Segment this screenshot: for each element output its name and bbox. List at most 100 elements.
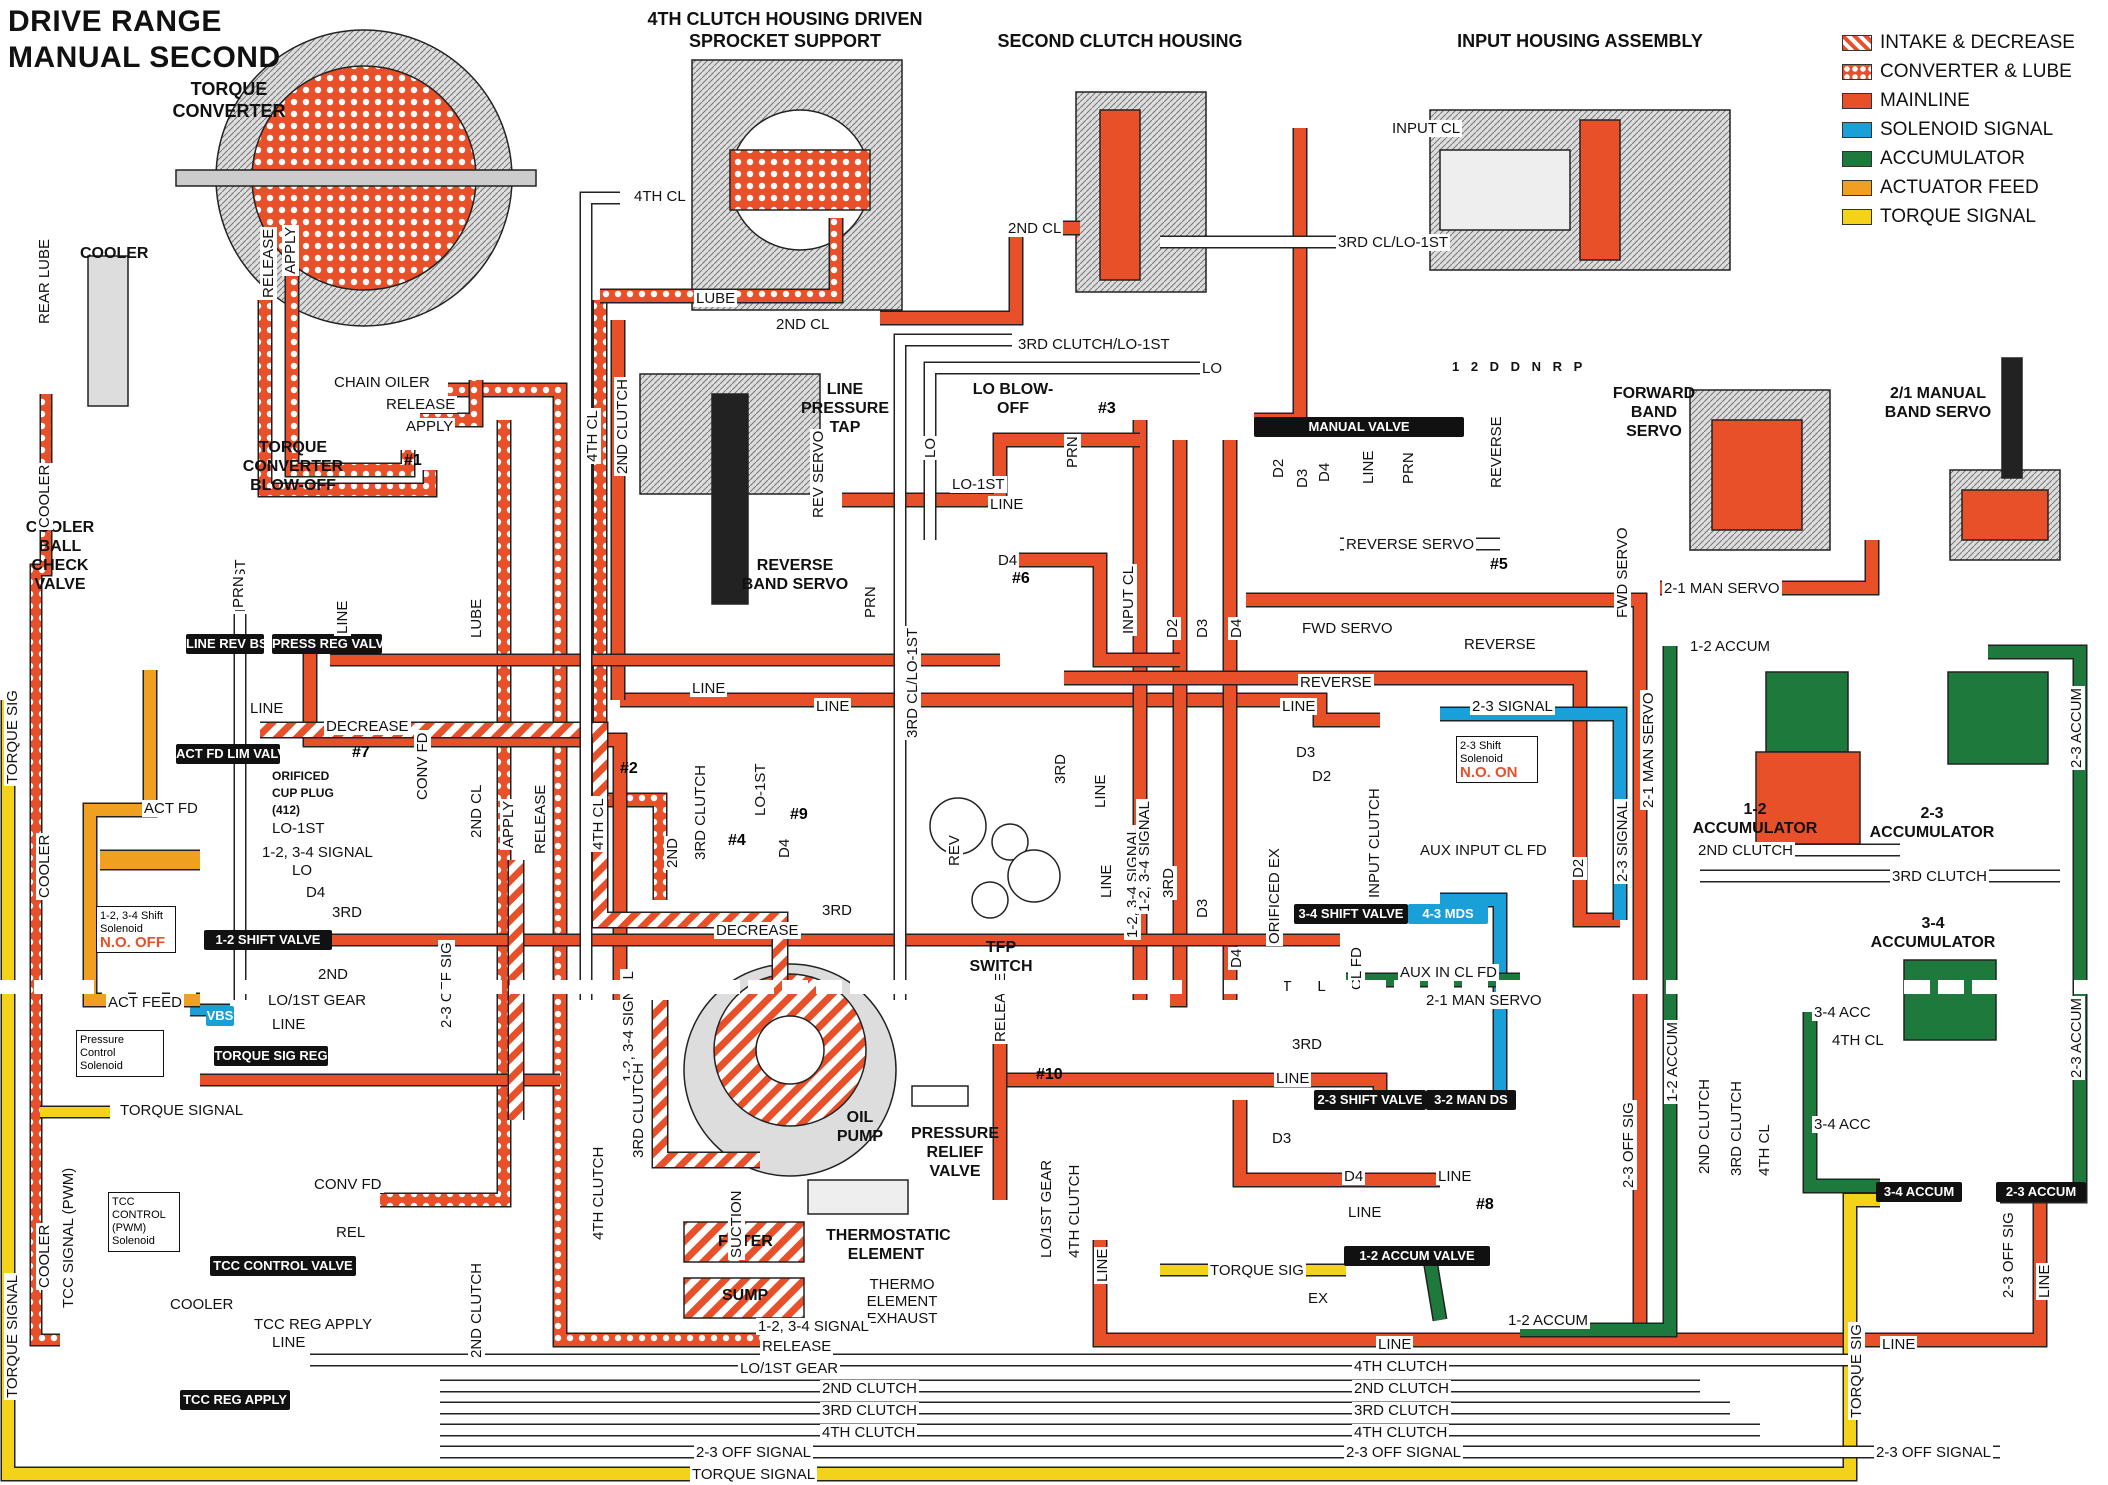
torque-converter-label: TORQUE CONVERTER (172, 79, 286, 121)
passage-line-tcc: LINE (270, 1334, 308, 1351)
passage-4th-cl-vert: 4TH CL (584, 408, 601, 464)
legend-label: CONVERTER & LUBE (1880, 60, 2072, 82)
passage-orificed-ex: ORIFICED EX (1266, 846, 1283, 946)
passage-12-accum-vert: 1-2 ACCUM (1664, 1019, 1681, 1104)
passage-chain-oiler: CHAIN OILER (332, 374, 432, 391)
shift-solenoid-12-34-label: 1-2, 3-4 Shift Solenoid (100, 910, 163, 935)
sump-label: SUMP (722, 1287, 769, 1304)
passage-3rd-clutch-vert: 3RD CLUTCH (692, 762, 709, 862)
tcc-reg-apply-valve: TCC REG APPLY (180, 1390, 290, 1410)
legend-item: MAINLINE (1842, 86, 2075, 115)
passage-12-34-signal-vert3: 1-2, 3-4 SIGNAL (1136, 799, 1153, 914)
accumulator-12-label: 1-2 ACCUMULATOR (1692, 801, 1818, 837)
passage-4th-cl-top: 4TH CL (632, 188, 688, 205)
shift-solenoid-23-label: 2-3 Shift Solenoid (1460, 740, 1503, 765)
tfp-port-b (991, 823, 1029, 861)
passage-3rd-center: 3RD (820, 902, 855, 919)
checkball-8: #8 (1476, 1196, 1494, 1213)
passage-line-vert4: LINE (1094, 1246, 1111, 1284)
input-housing-shaft (1439, 149, 1571, 231)
manual-servo-rod (2001, 357, 2023, 479)
passage-fwd-servo-vert: FWD SERVO (1614, 525, 1631, 620)
passage-3rd-clutch-vert3: 3RD CLUTCH (630, 1060, 647, 1160)
second-clutch-pack (1099, 109, 1141, 281)
passage-decrease-center: DECREASE (714, 922, 801, 939)
passage-input-cl-line-edge (1254, 128, 1308, 428)
checkball-5: #5 (1490, 556, 1508, 573)
passage-3rd-clutch-vert2: 3RD CLUTCH (1728, 1078, 1745, 1178)
accum-34-body (1903, 959, 1997, 1041)
passage-prn-vert3: PRN (1064, 434, 1081, 470)
passage-2nd-clutch-vert2: 2ND CLUTCH (1696, 1076, 1713, 1176)
passage-suction-line (653, 1000, 760, 1167)
passage-d3-vert: D3 (1194, 616, 1211, 640)
passage-line-vert5: LINE (1098, 862, 1115, 900)
manual-servo-piston (1961, 489, 2049, 541)
passage-line-center: LINE (690, 680, 728, 697)
passage-apply-tc-line (286, 268, 414, 476)
legend-label: ACCUMULATOR (1880, 147, 2025, 169)
passage-rev-servo-vert: REV SERVO (810, 428, 827, 520)
passage-12-34-signal-low: 1-2, 3-4 SIGNAL (756, 1318, 871, 1335)
passage-d2-line (1170, 440, 1186, 1006)
legend-swatch (1842, 208, 1872, 225)
mds-43-valve: 4-3 MDS (1408, 904, 1488, 924)
legend-label: INTAKE & DECREASE (1880, 31, 2075, 53)
legend-label: SOLENOID SIGNAL (1880, 118, 2054, 140)
passage-act-feed: ACT FEED (106, 994, 184, 1011)
passage-d4-vert4: D4 (1316, 460, 1333, 484)
passage-torque-sig-left: TORQUE SIG (4, 688, 21, 786)
passage-d2-vert2: D2 (1570, 856, 1587, 880)
passage-prn-vert4: PRN (1400, 450, 1417, 486)
cooler-body (87, 255, 129, 407)
legend-swatch (1842, 121, 1872, 138)
passage-line-bottom: LINE (1376, 1336, 1414, 1353)
passage-lo1st-mid: LO-1ST (950, 476, 1007, 493)
passage-3rd-cl-lo1st-vert: 3RD CL/LO-1ST (904, 625, 921, 740)
legend-item: TORQUE SIGNAL (1842, 202, 2075, 231)
passage-4th-cl-vert2: 4TH CL (590, 796, 607, 852)
passage-ex-accum: EX (1306, 1290, 1331, 1307)
passage-12-accum-line (1520, 646, 1676, 1336)
pressure-control-solenoid-label: Pressure Control Solenoid (80, 1034, 125, 1072)
accumulator-34-label: 3-4 ACCUMULATOR (1870, 915, 1996, 951)
tc-blowoff-label: TORQUE CONVERTER BLOW-OFF (242, 439, 344, 494)
passage-fwd-servo: FWD SERVO (1300, 620, 1395, 637)
man-ds-32-valve: 3-2 MAN DS (1426, 1090, 1516, 1110)
passage-2nd-clutch-vert: 2ND CLUTCH (614, 376, 631, 476)
passage-line-vert6: LINE (1092, 772, 1109, 810)
passage-line-bottom-right: LINE (1880, 1336, 1918, 1353)
passage-lo1st-gear-vert: LO/1ST GEAR (1038, 1157, 1055, 1260)
lo-blowoff-label: LO BLOW-OFF (972, 381, 1054, 417)
passage-apply-vert: APPLY (500, 798, 517, 850)
passage-line-right: LINE (1280, 698, 1318, 715)
passage-d4-upper (1000, 554, 1180, 666)
manual-band-servo-label: 2/1 MANUAL BAND SERVO (1884, 385, 1992, 421)
legend-item: ACTUATOR FEED (1842, 173, 2075, 202)
pressure-relief-spring (911, 1085, 969, 1107)
shift-solenoid-23: 2-3 Shift Solenoid N.O. ON (1456, 736, 1538, 783)
shift-valve-12: 1-2 SHIFT VALVE (204, 930, 332, 950)
checkball-1: #1 (404, 452, 422, 469)
passage-torque-signal-bottom: TORQUE SIGNAL (690, 1466, 818, 1483)
legend-item: INTAKE & DECREASE (1842, 28, 2075, 57)
passage-3rd-mid: 3RD (1290, 1036, 1325, 1053)
passage-2nd-clutch-vert3: 2ND CLUTCH (468, 1260, 485, 1360)
page-title: DRIVE RANGE MANUAL SECOND (8, 4, 281, 76)
title-line-2: MANUAL SECOND (8, 41, 281, 74)
passage-line-accum: LINE (1346, 1204, 1384, 1221)
tcc-control-solenoid-label: TCC CONTROL (PWM) Solenoid (112, 1196, 166, 1247)
passage-fwd-servo-line (1246, 594, 1646, 1340)
passage-input-cl-vert: INPUT CL (1120, 563, 1137, 636)
passage-21-man-servo: 2-1 MAN SERVO (1662, 580, 1782, 597)
passage-23-off-signal-bottom-r: 2-3 OFF SIGNAL (1874, 1444, 1994, 1461)
legend-label: ACTUATOR FEED (1880, 176, 2039, 198)
passage-lo-left: LO (290, 862, 315, 879)
passage-3rd-clutch-accum: 3RD CLUTCH (1890, 868, 1990, 885)
passage-2nd-cl-line-edge (880, 220, 1080, 326)
passage-d4-vert2: D4 (1228, 616, 1245, 640)
line-rev-bst-valve: LINE REV BST (186, 634, 276, 654)
manual-valve: MANUAL VALVE (1254, 417, 1464, 437)
passage-2nd-cl-top: 2ND CL (1006, 220, 1064, 237)
passage-3rd-clutch-lo1st: 3RD CLUTCH/LO-1ST (1016, 336, 1172, 353)
